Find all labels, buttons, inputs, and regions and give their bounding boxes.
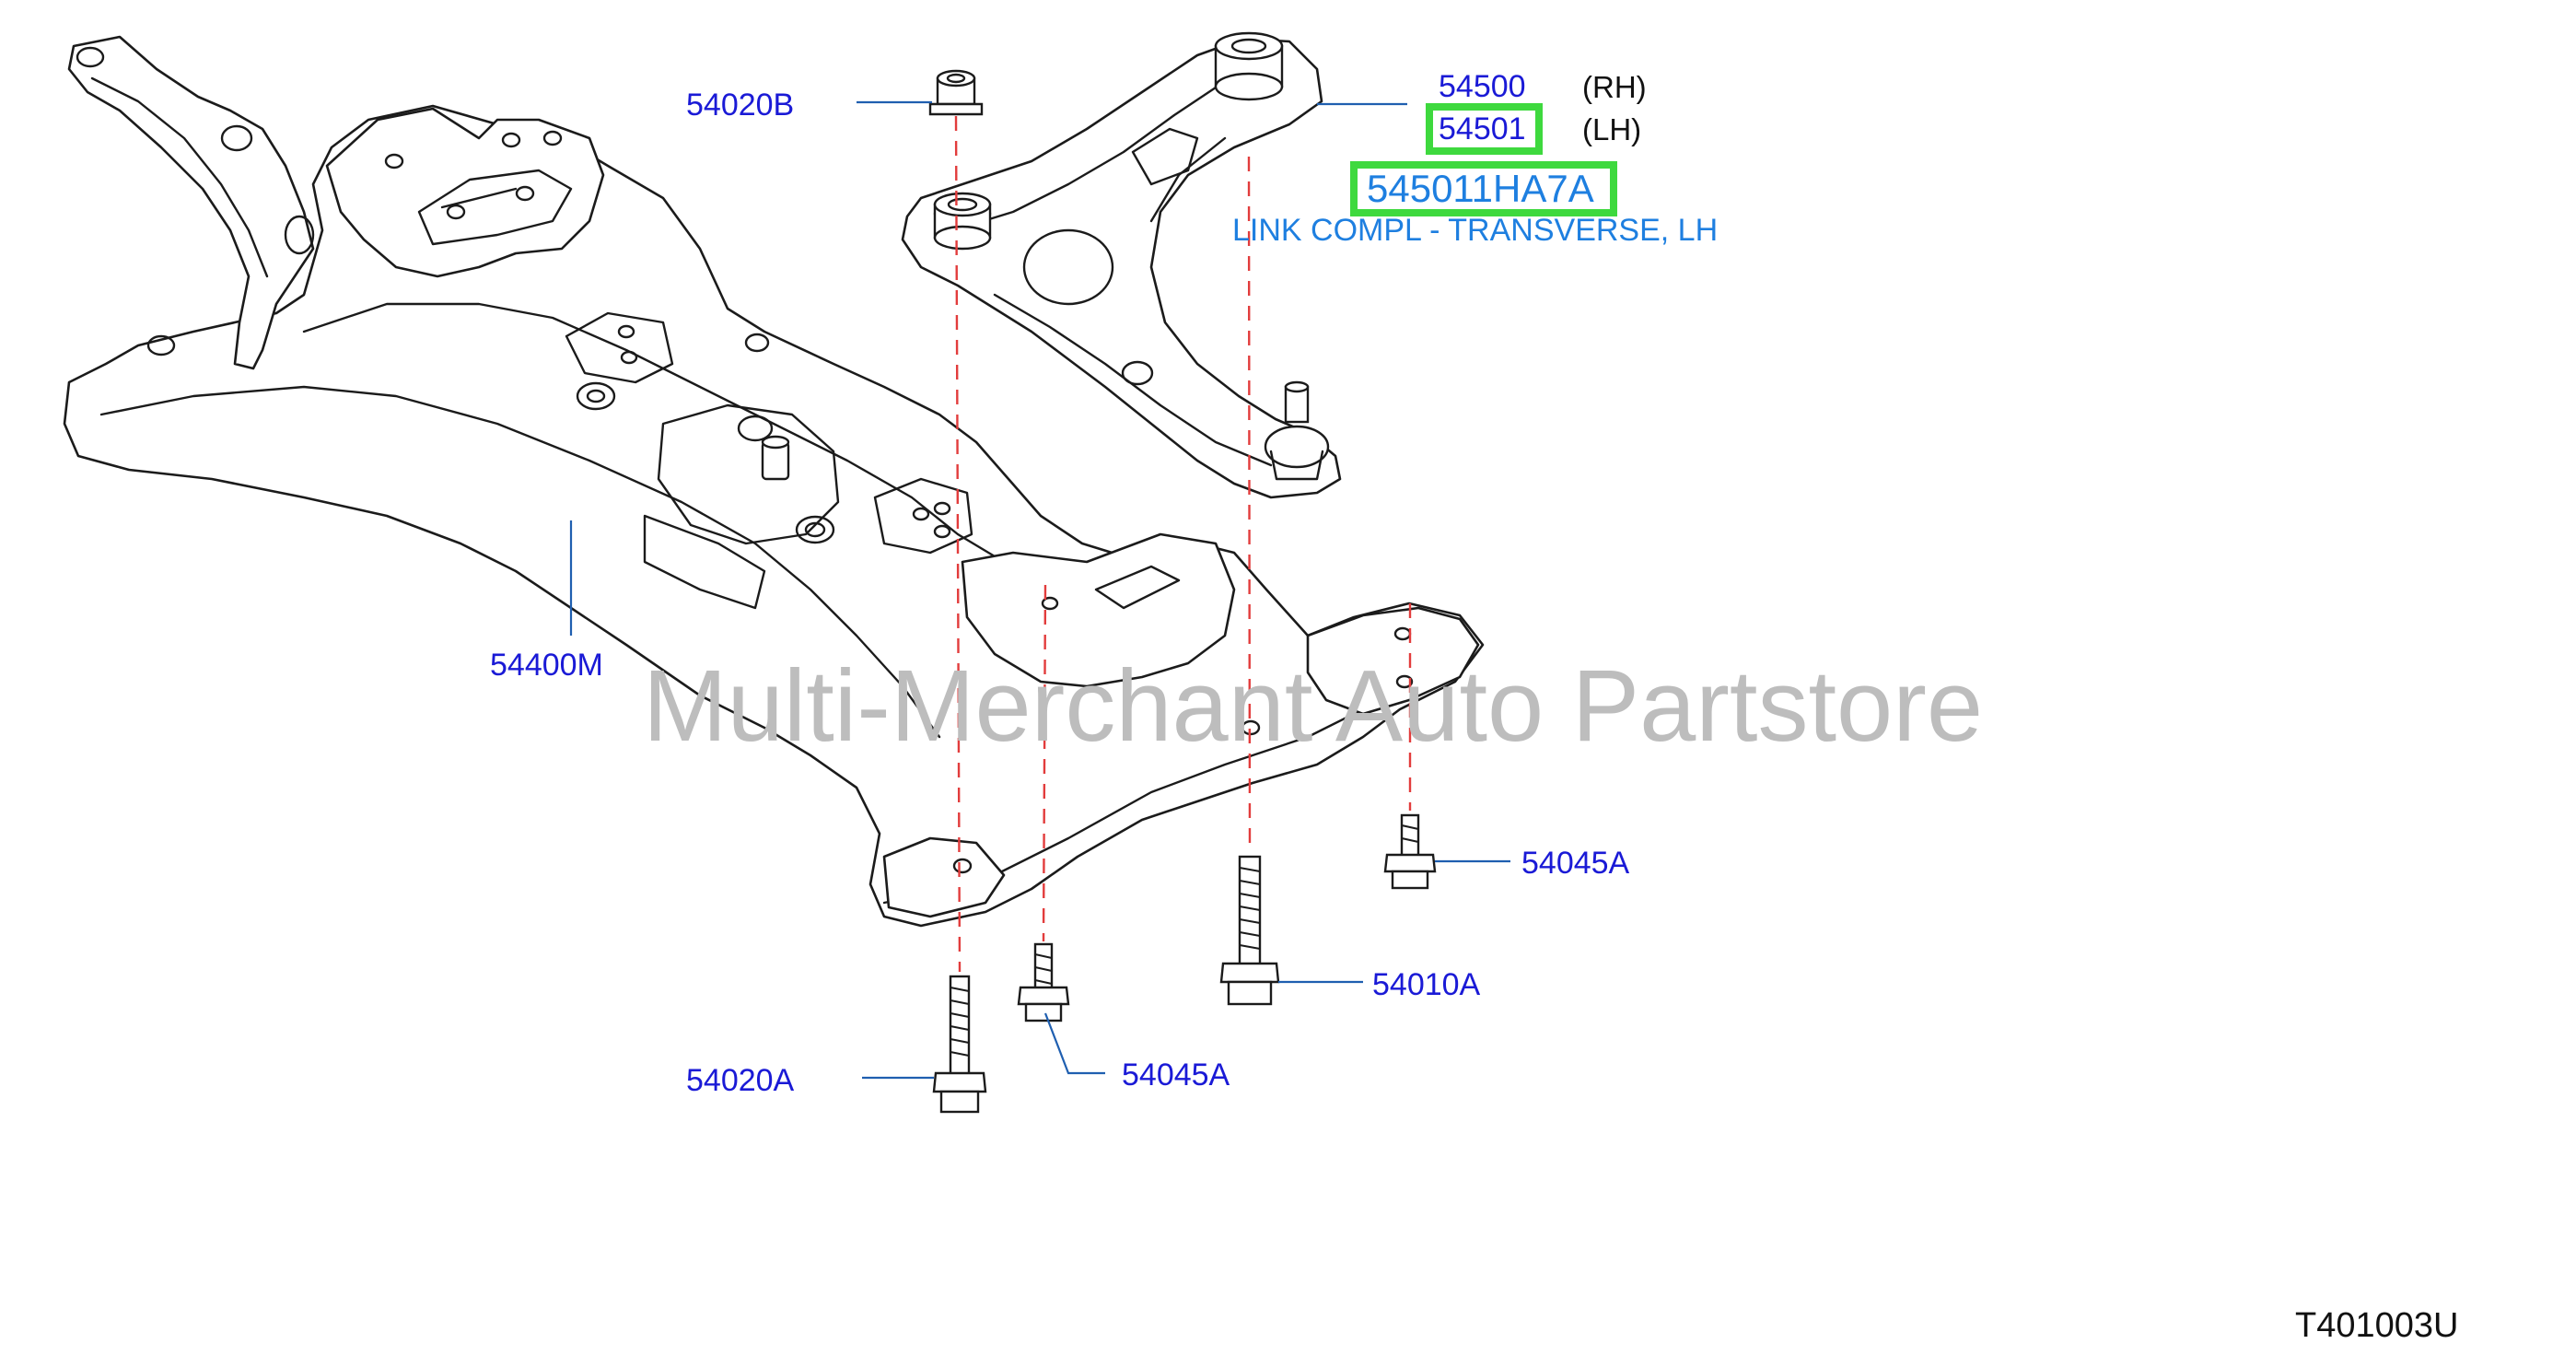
nut-54020b-drawing (928, 69, 984, 116)
highlight-box-part-number (1350, 161, 1617, 216)
bolt-54020a-drawing (932, 975, 987, 1114)
callout-bolt-54045a-right: 54045A (1521, 846, 1630, 881)
callout-bolt-54045a-mid: 54045A (1122, 1057, 1230, 1092)
side-lh-label: (LH) (1582, 112, 1642, 146)
callout-crossmember-54400m: 54400M (490, 648, 603, 683)
bolt-54010a-drawing (1219, 855, 1280, 1006)
callout-link-lh: 54501 (1439, 111, 1526, 146)
watermark-text: Multi-Merchant Auto Partstore (643, 649, 1984, 763)
part-description: LINK COMPL - TRANSVERSE, LH (1232, 213, 1719, 248)
diagram-code: T401003U (2295, 1306, 2459, 1345)
front-crossmember-drawing (63, 35, 1485, 928)
callout-link-rh: 54500 (1439, 69, 1526, 104)
leader-lines (569, 100, 1510, 1080)
callout-bolt-54010a: 54010A (1372, 967, 1481, 1002)
assembly-axes (954, 115, 1412, 973)
bolt-54045a-mid-drawing (1017, 942, 1070, 1022)
callout-nut-54020b: 54020B (686, 88, 795, 123)
highlight-box-54501 (1426, 103, 1543, 155)
bolt-54045a-right-drawing (1383, 813, 1437, 890)
side-rh-label: (RH) (1582, 70, 1647, 104)
transverse-link-drawing (901, 31, 1342, 499)
part-number: 545011HA7A (1367, 167, 1594, 210)
callout-bolt-54020a: 54020A (686, 1063, 795, 1098)
